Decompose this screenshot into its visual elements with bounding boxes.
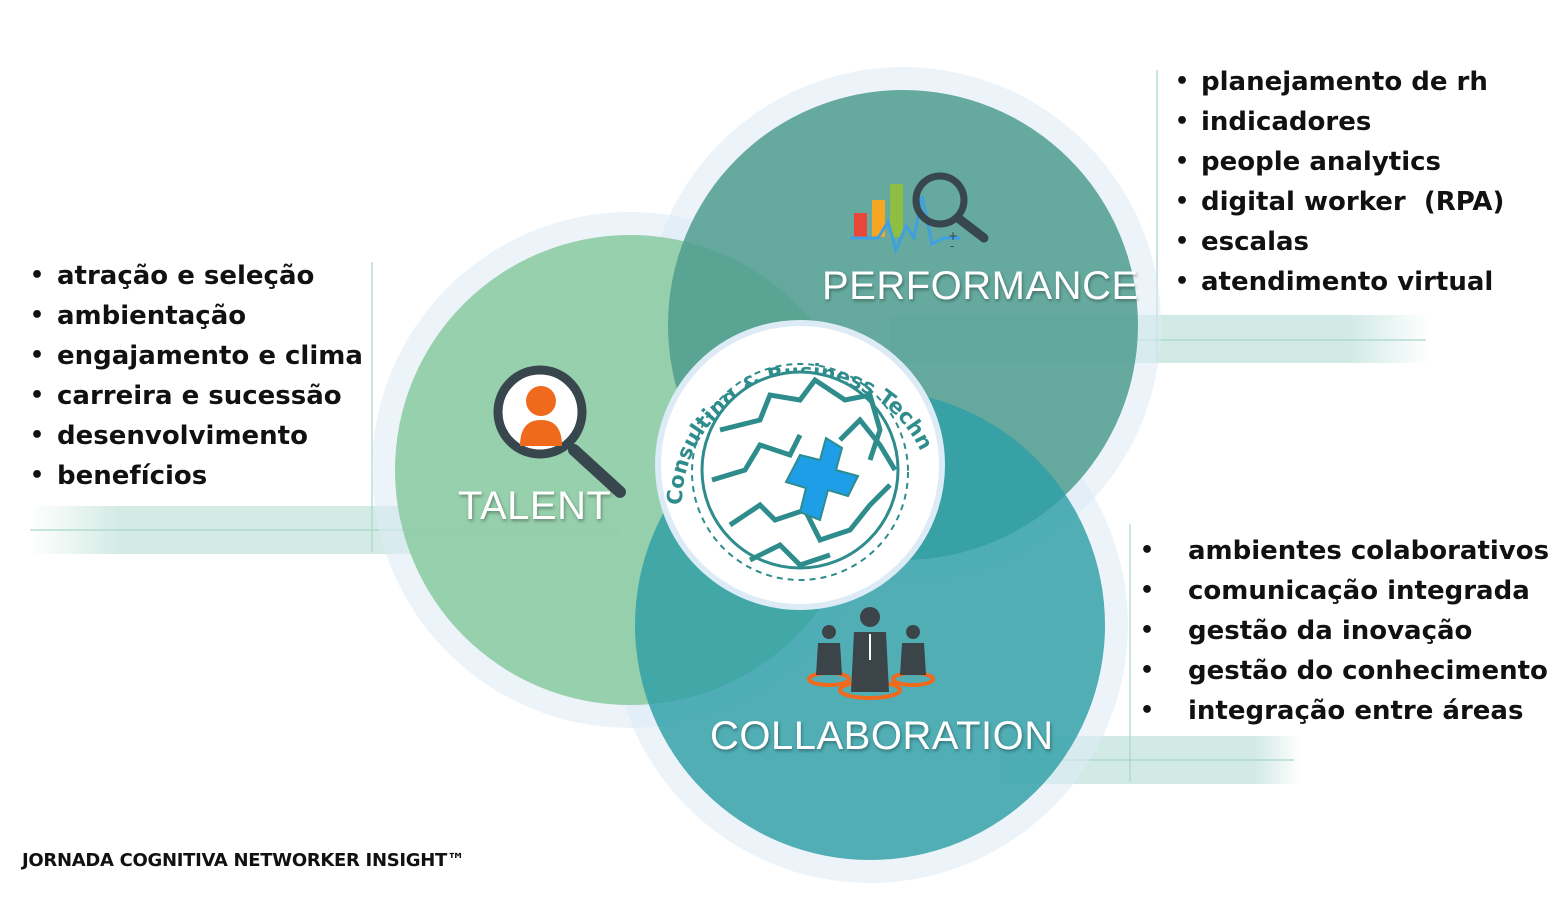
footer-caption: JORNADA COGNITIVA NETWORKER INSIGHT™ xyxy=(22,850,465,871)
list-item: •indicadores xyxy=(1175,107,1372,137)
talent-item-list: •atração e seleção •ambientação •engajam… xyxy=(30,256,370,496)
list-item: •ambientes colaborativos xyxy=(1140,536,1550,566)
magnifier-person-icon xyxy=(493,365,626,498)
analytics-chart-magnifier-icon: + - xyxy=(850,172,989,255)
puzzle-globe-icon xyxy=(691,363,909,581)
list-item: •planejamento de rh xyxy=(1175,67,1488,97)
list-item: •atendimento virtual xyxy=(1175,267,1494,297)
svg-text:-: - xyxy=(950,239,954,253)
list-item: •escalas xyxy=(1175,227,1309,257)
list-item: •atração e seleção xyxy=(30,261,315,291)
svg-text:+: + xyxy=(948,229,958,243)
talent-title: TALENT xyxy=(458,484,612,528)
list-item: •desenvolvimento xyxy=(30,421,308,451)
performance-title: PERFORMANCE xyxy=(822,264,1139,308)
collaboration-item-list: •ambientes colaborativos •comunicação in… xyxy=(1140,531,1560,731)
list-item: •benefícios xyxy=(30,461,208,491)
performance-item-list: •planejamento de rh •indicadores •people… xyxy=(1175,62,1555,302)
business-team-icon xyxy=(807,607,935,700)
list-item: •carreira e sucessão xyxy=(30,381,342,411)
list-item: •engajamento e clima xyxy=(30,341,363,371)
collaboration-title: COLLABORATION xyxy=(710,714,1054,758)
list-item: •comunicação integrada xyxy=(1140,576,1530,606)
list-item: •gestão da inovação xyxy=(1140,616,1473,646)
list-item: •integração entre áreas xyxy=(1140,696,1524,726)
list-item: •digital worker (RPA) xyxy=(1175,187,1505,217)
list-item: •gestão do conhecimento xyxy=(1140,656,1548,686)
list-item: •people analytics xyxy=(1175,147,1442,177)
list-item: •ambientação xyxy=(30,301,247,331)
